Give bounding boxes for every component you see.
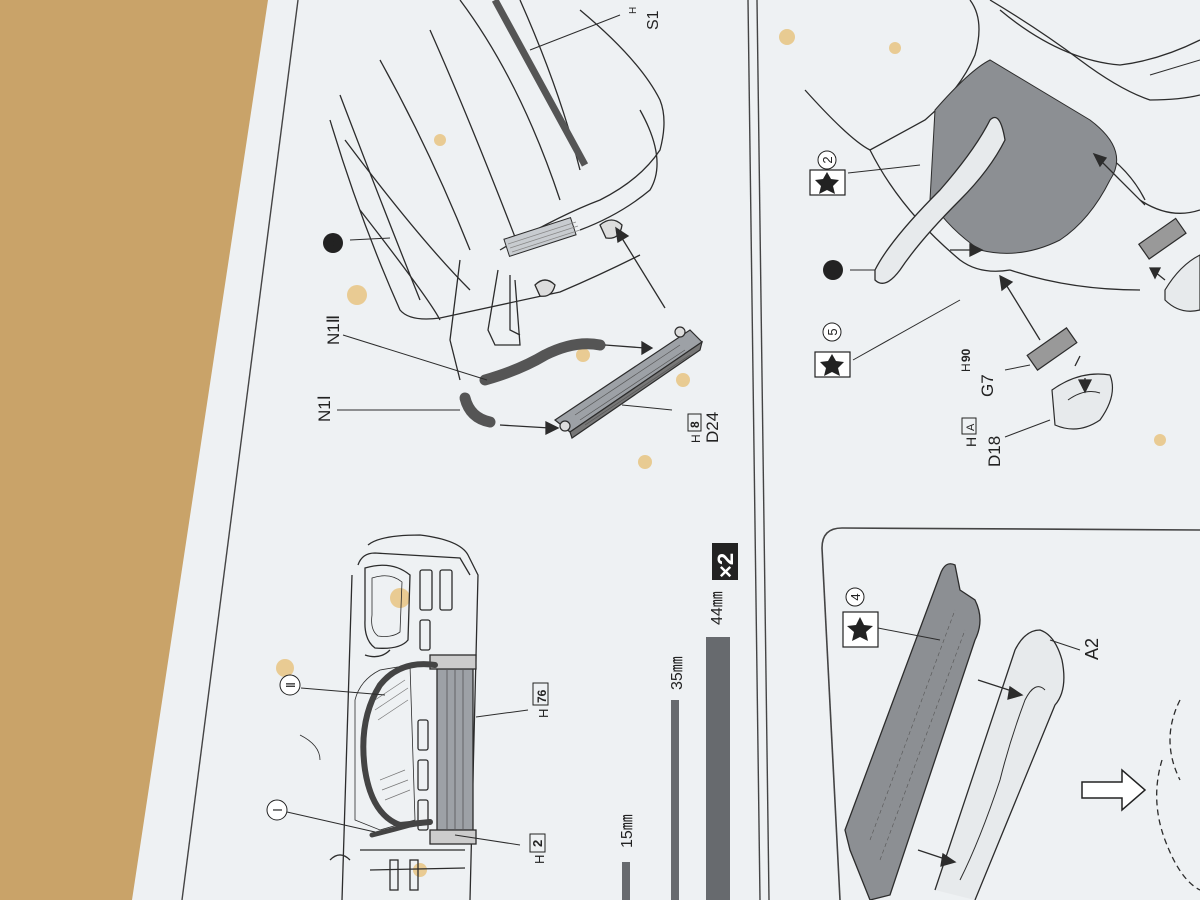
label-h2-number: 2: [530, 840, 545, 847]
step-7-number: 7: [329, 236, 336, 251]
tube-multiplier-box: [712, 543, 738, 580]
tube-cut-44-label: 44㎜: [709, 591, 726, 625]
step-7-oil-cooler: [553, 326, 703, 439]
detail-hoses: [360, 661, 438, 838]
label-g7-runner-number: 90: [959, 348, 973, 362]
label-d18-runner-box-letter: A: [965, 423, 977, 431]
label-h2-group: H 2: [529, 833, 547, 864]
tube-cut-35: [671, 700, 679, 900]
callout-star-4: 4: [842, 587, 879, 648]
label-d18-group: D18 H A: [961, 417, 1004, 467]
panel-4-drawing: [844, 563, 1200, 900]
step-1-badge: [823, 260, 843, 280]
detail-oil-cooler: [429, 654, 477, 845]
panel-4-leader-lines: [877, 627, 1081, 651]
tube-multiplier: ×2: [713, 553, 738, 578]
detail-roman-one-circle: [266, 799, 288, 821]
label-d24-runner-number: 8: [688, 421, 702, 428]
step-7-hoses: [459, 338, 606, 428]
detail-roman-one: Ⅰ: [271, 808, 285, 812]
label-n1-ii: N1Ⅱ: [324, 315, 343, 345]
panel-4-arrows: [917, 679, 1024, 867]
label-h76-group: H 76: [532, 682, 551, 718]
label-h76-number: 76: [535, 689, 549, 703]
label-d18: D18: [985, 436, 1004, 467]
callout-star-2: 2: [809, 150, 846, 196]
tube-cut-15-label: 15㎜: [619, 814, 636, 848]
label-d24-group: D24 H 8: [687, 412, 722, 443]
step-1-number: 1: [829, 263, 836, 278]
detail-roman-two-circle: [279, 674, 301, 696]
label-d18-runner-letter: H: [963, 437, 979, 447]
step-7-drawing: [329, 0, 665, 381]
tube-cut-15: [622, 862, 630, 900]
label-h-fragment: H: [628, 7, 639, 14]
label-d24: D24: [703, 412, 722, 443]
tube-cutting-guide: ×2 44㎜ 35㎜ 15㎜: [619, 543, 738, 900]
label-g7: G7: [978, 374, 997, 397]
step-1-arrows: [950, 152, 1166, 394]
callout-star-2-number: 2: [820, 156, 835, 163]
detail-roman-two: Ⅱ: [284, 682, 298, 688]
label-h76-box: [532, 682, 549, 706]
detail-leader-lines: [286, 687, 529, 846]
label-d18-runner-box: [961, 417, 977, 435]
label-d24-runner-letter: H: [689, 434, 703, 443]
step-1-fender-part: [874, 116, 1006, 284]
tube-cut-44: [706, 637, 730, 900]
callout-star-5: 5: [814, 322, 851, 378]
label-h2-box: [529, 833, 546, 853]
label-n1-i: N1Ⅰ: [315, 395, 334, 422]
tube-cut-35-label: 35㎜: [669, 656, 686, 690]
label-g7-group: G7 H 90: [959, 348, 997, 397]
label-g7-runner: H: [959, 363, 973, 372]
detail-grille-drawing: [299, 534, 479, 900]
age-stains: [276, 29, 1166, 877]
label-s1-fragment: S1: [645, 10, 662, 30]
callout-star-5-number: 5: [825, 328, 840, 335]
label-d24-runner-box: [687, 413, 702, 432]
label-a2: A2: [1082, 638, 1102, 660]
label-h76-letter: H: [536, 709, 551, 718]
step-1-leader-lines: [847, 59, 1200, 438]
step-1-small-parts: [1026, 217, 1200, 430]
detail-hatched-area: [374, 679, 411, 801]
step-7-badge: [323, 233, 343, 253]
callout-star-4-number: 4: [848, 593, 863, 600]
label-h2-letter: H: [532, 855, 547, 864]
step-7-leader-lines: [337, 14, 673, 411]
next-step-arrow: [1081, 768, 1147, 812]
panel-borders: [181, 0, 1200, 900]
step-7-arrows: [499, 226, 666, 436]
